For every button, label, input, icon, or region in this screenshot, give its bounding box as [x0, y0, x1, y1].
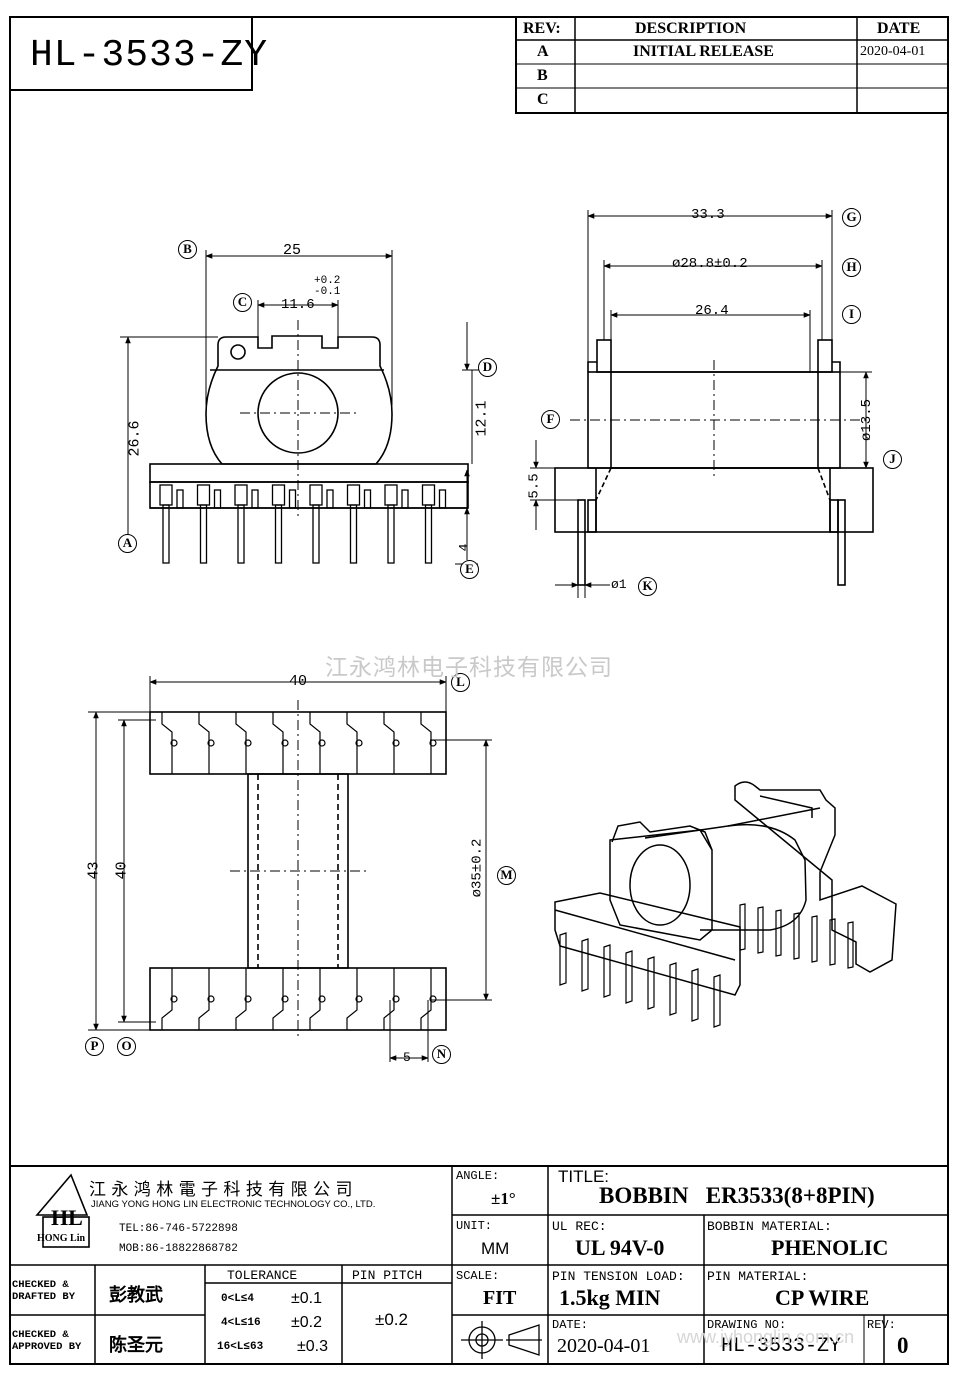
callout-f: F [541, 410, 560, 429]
rev-header: REV: [523, 20, 561, 37]
web-watermark: www.jyhonglin.com.cn [677, 1327, 855, 1347]
checked-drafted-label: CHECKED & DRAFTED BY [12, 1279, 76, 1303]
callout-k: K [638, 577, 657, 596]
tolerance-range-3: 16<L≤63 [217, 1341, 264, 1353]
dim-front-slot: 11.6 [281, 297, 315, 313]
dim-front-width: 25 [283, 242, 302, 259]
ul-label: UL REC: [552, 1219, 607, 1234]
dim-bottom-pitch: 5 [403, 1050, 411, 1065]
bobbin-material-value: PHENOLIC [771, 1235, 889, 1260]
callout-n: N [432, 1045, 451, 1064]
dim-side-pin: ø1 [611, 577, 627, 592]
rev-row-c: C [537, 91, 549, 108]
callout-j: J [883, 450, 902, 469]
checked-drafted-name: 彭教武 [109, 1285, 163, 1306]
dim-side-flange: ø28.8±0.2 [672, 256, 748, 272]
dim-side-total: 33.3 [691, 207, 725, 223]
drawing-code: HL-3533-ZY [30, 34, 269, 77]
rev-label: REV: [867, 1318, 896, 1332]
revision-table: REV: DESCRIPTION DATE A INITIAL RELEASE … [515, 16, 949, 114]
dim-bottom-inner: 40 [113, 861, 131, 880]
company-mob: MOB:86-18822868782 [119, 1243, 238, 1255]
callout-g: G [842, 208, 861, 227]
angle-value: ±1° [491, 1189, 516, 1208]
checked-approved-label: CHECKED & APPROVED BY [12, 1329, 82, 1353]
callout-e: E [460, 560, 479, 579]
bobbin-material-label: BOBBIN MATERIAL: [707, 1219, 832, 1234]
company-name-en: JIANG YONG HONG LIN ELECTRONIC TECHNOLOG… [91, 1199, 376, 1210]
date-label: DATE: [552, 1318, 589, 1332]
dim-bottom-row: ø35±0.2 [469, 838, 486, 898]
pin-material-value: CP WIRE [775, 1285, 870, 1310]
callout-l: L [451, 673, 470, 692]
dim-front-tol-plus: +0.2 [314, 275, 341, 287]
ul-value: UL 94V-0 [575, 1235, 665, 1260]
callout-m: M [497, 866, 516, 885]
dim-front-height: 26.6 [126, 420, 144, 457]
rev-row-a-description: INITIAL RELEASE [633, 43, 774, 60]
dim-side-base: 5.5 [526, 473, 543, 499]
company-name-cn: 江 永 鸿 林 電 子 科 技 有 限 公 司 [89, 1180, 353, 1200]
company-tel: TEL:86-746-5722898 [119, 1223, 238, 1235]
dim-front-pin: 4 [456, 543, 472, 552]
title-block-grid [9, 1165, 949, 1365]
pin-tension-value: 1.5kg MIN [559, 1285, 661, 1310]
rev-row-a-date: 2020-04-01 [860, 44, 926, 59]
unit-label: UNIT: [456, 1219, 493, 1233]
scale-value: FIT [483, 1287, 517, 1309]
dim-bottom-width: 40 [289, 673, 308, 690]
callout-h: H [842, 258, 861, 277]
callout-o: O [117, 1037, 136, 1056]
projection-symbol-icon [461, 1321, 542, 1359]
date-header: DATE [877, 20, 921, 37]
drawing-code-box [9, 16, 253, 91]
callout-a: A [118, 534, 137, 553]
callout-p: P [85, 1037, 104, 1056]
callout-i: I [842, 305, 861, 324]
pin-tension-label: PIN TENSION LOAD: [552, 1269, 685, 1284]
title-value: BOBBIN ER3533(8+8PIN) [599, 1183, 875, 1208]
dim-side-core: ø13.5 [859, 398, 876, 442]
description-header: DESCRIPTION [635, 20, 747, 37]
tolerance-value-1: ±0.1 [291, 1290, 323, 1307]
dim-side-inner: 26.4 [695, 303, 729, 319]
logo-text: HL [51, 1205, 83, 1230]
logo-subtext: HONG Lin [37, 1233, 86, 1244]
callout-b: B [178, 240, 197, 259]
tolerance-value-2: ±0.2 [291, 1314, 323, 1331]
scale-label: SCALE: [456, 1269, 500, 1283]
angle-label: ANGLE: [456, 1169, 500, 1183]
title-block: HL HONG Lin 江 永 鸿 林 電 子 科 技 有 限 公 司 JIAN… [9, 1165, 949, 1365]
dim-front-center: 12.1 [473, 400, 491, 437]
company-logo-icon [35, 1173, 90, 1248]
rev-value: 0 [897, 1333, 909, 1358]
rev-row-a: A [537, 43, 549, 60]
checked-approved-name: 陈圣元 [109, 1335, 163, 1356]
tolerance-range-1: 0<L≤4 [221, 1293, 255, 1305]
callout-c: C [233, 293, 252, 312]
revision-table-grid [515, 16, 949, 114]
drawing-no-value: HL-3533-ZY [721, 1335, 842, 1358]
pin-pitch-value: ±0.2 [375, 1310, 408, 1329]
dim-front-tol-minus: -0.1 [314, 286, 341, 298]
callout-d: D [478, 358, 497, 377]
date-value: 2020-04-01 [557, 1335, 651, 1357]
unit-value: MM [481, 1239, 510, 1258]
pin-material-label: PIN MATERIAL: [707, 1269, 809, 1284]
drawing-frame [9, 16, 949, 1365]
pin-pitch-label: PIN PITCH [352, 1268, 423, 1283]
rev-row-b: B [537, 67, 548, 84]
tolerance-value-3: ±0.3 [297, 1338, 329, 1355]
drawing-no-label: DRAWING NO: [707, 1318, 787, 1332]
tolerance-range-2: 4<L≤16 [221, 1317, 261, 1329]
title-label: TITLE: [558, 1167, 610, 1186]
company-watermark: 江永鸿林电子科技有限公司 [325, 655, 613, 681]
tolerance-label: TOLERANCE [227, 1268, 298, 1283]
dim-bottom-outer: 43 [85, 861, 103, 880]
